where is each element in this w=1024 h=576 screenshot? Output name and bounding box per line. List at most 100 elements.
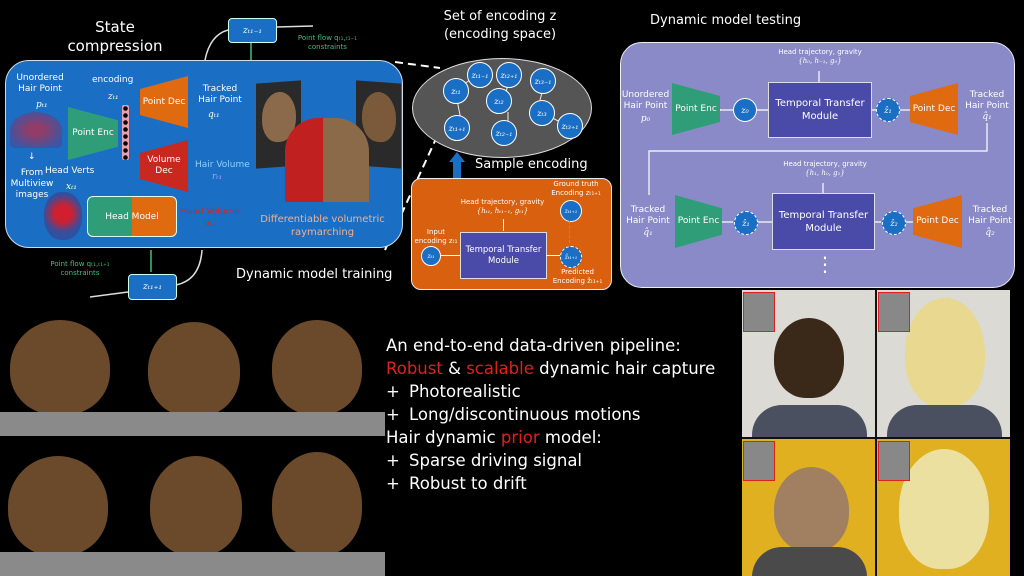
amp-text: & bbox=[442, 359, 467, 378]
test1-ttm-block: Temporal Transfer Module bbox=[768, 82, 872, 138]
point-flow-prev-constraints: constraints bbox=[308, 43, 347, 51]
render-face bbox=[148, 322, 240, 417]
encoding-node: zₜ₃₊₁ bbox=[557, 113, 583, 139]
render-shoulders-row2 bbox=[0, 552, 385, 576]
test1-output-var: q̂₁ bbox=[982, 112, 992, 122]
capture-cell bbox=[877, 439, 1010, 576]
capture-cell bbox=[877, 290, 1010, 437]
input-thumbnail bbox=[743, 292, 775, 332]
encoding-node: zₜ₃ bbox=[529, 100, 555, 126]
capture-video-grid bbox=[742, 290, 1010, 576]
test2-head-trajectory: Head trajectory, gravity {h₁, h₀, g₁} bbox=[770, 160, 880, 178]
test2-z-in-node: ẑ₁ bbox=[734, 211, 758, 235]
test2-output-label: Tracked Hair Point bbox=[968, 205, 1012, 226]
prior-highlight: prior bbox=[500, 428, 540, 447]
encoding-space-title-1: Set of encoding z bbox=[443, 9, 557, 24]
train-head-trajectory: Head trajectory, gravity {hₜ₁, hₜ₁₋₁, gₜ… bbox=[455, 198, 550, 216]
test1-z-out-node: ẑ₁ bbox=[876, 98, 900, 122]
bullet-long-motions: + Long/discontinuous motions bbox=[386, 403, 641, 426]
testing-title: Dynamic model testing bbox=[650, 13, 802, 28]
sample-arrow-icon bbox=[449, 152, 465, 162]
test1-output-label: Tracked Hair Point bbox=[965, 90, 1009, 111]
test2-head-trajectory-label: Head trajectory, gravity bbox=[783, 160, 867, 168]
test2-head-trajectory-vars: {h₁, h₀, g₁} bbox=[805, 169, 845, 177]
encoding-space-title: Set of encoding z (encoding space) bbox=[415, 8, 585, 44]
test1-z-in-node: z₀ bbox=[733, 98, 757, 122]
bullet-text: Photorealistic bbox=[409, 382, 521, 401]
from-multiview-label: From Multiview images bbox=[10, 168, 54, 200]
output-arrow bbox=[546, 255, 560, 256]
test1-head-trajectory: Head trajectory, gravity {h₀, h₋₁, g₀} bbox=[765, 48, 875, 66]
arrow-down-icon: ↓ bbox=[28, 152, 36, 162]
scalable-highlight: scalable bbox=[466, 359, 534, 378]
q-t1-label: qₜ₁ bbox=[208, 110, 220, 120]
encoding-space-title-2: (encoding space) bbox=[443, 27, 557, 42]
ground-truth-label: Ground truth Encoding zₜ₁₊₁ bbox=[551, 180, 601, 197]
render-face bbox=[150, 456, 242, 556]
bullet-mark: + bbox=[386, 451, 400, 470]
continuation-ellipsis: ⋮ bbox=[815, 252, 835, 276]
render-face bbox=[272, 320, 362, 415]
capture-cell bbox=[742, 439, 875, 576]
bullet-mark: + bbox=[386, 382, 400, 401]
z-prev-node: zₜ₁₋₁ bbox=[228, 18, 277, 43]
predicted-encoding-node: ẑₜ₁₊₁ bbox=[560, 246, 582, 268]
head-mesh-icon bbox=[44, 192, 82, 240]
train-head-trajectory-vars: {hₜ₁, hₜ₁₋₁, gₜ₁} bbox=[476, 207, 529, 215]
test1-input-var: p₀ bbox=[640, 114, 651, 124]
test1-head-trajectory-vars: {h₀, h₋₁, g₀} bbox=[798, 57, 842, 65]
encoding-node: zₜ₃₋₁ bbox=[530, 68, 556, 94]
input-arrow bbox=[440, 255, 460, 256]
gt-compare-line bbox=[569, 221, 570, 243]
encoding-node: zₜ₂₊₁ bbox=[496, 62, 522, 88]
z-t1-label: zₜ₁ bbox=[108, 92, 119, 102]
sample-arrow-shaft bbox=[453, 161, 461, 181]
robust-highlight: Robust bbox=[386, 359, 443, 378]
raymarching-label: Differentiable volumetric raymarching bbox=[260, 214, 385, 238]
bullet-mark: + bbox=[386, 474, 400, 493]
point-flow-next-text: Point flow qₜ₁,ₜ₁₊₁ bbox=[50, 260, 110, 268]
unordered-hair-point-label: Unordered Hair Point bbox=[16, 73, 64, 94]
bullet-sparse: +Sparse driving signal bbox=[386, 449, 582, 472]
bullet-text: Long/discontinuous motions bbox=[409, 405, 641, 424]
point-flow-prev-text: Point flow qₜ₁,ₜ₁₋₁ bbox=[297, 34, 358, 42]
line2-rest: dynamic hair capture bbox=[533, 359, 716, 378]
test1-head-trajectory-label: Head trajectory, gravity bbox=[778, 48, 862, 56]
encoding-node: zₜ₁ bbox=[443, 78, 469, 104]
dynamic-training-title: Dynamic model training bbox=[236, 267, 393, 282]
result-renders-grid bbox=[0, 300, 385, 576]
head-volume-label: Head Volume bbox=[180, 207, 240, 217]
point-flow-next-label: Point flow qₜ₁,ₜ₁₊₁ constraints bbox=[35, 260, 125, 278]
train-head-trajectory-label: Head trajectory, gravity bbox=[460, 198, 545, 206]
r-t1-label: rₜ₁ bbox=[212, 172, 223, 182]
train-head-arrow bbox=[503, 219, 504, 231]
test2-input-var: q̂₁ bbox=[643, 228, 653, 238]
bullet-photorealistic: + Photorealistic bbox=[386, 380, 521, 403]
bullet-mark: + bbox=[386, 405, 400, 424]
state-compression-title: State compression bbox=[67, 18, 163, 55]
render-face bbox=[8, 456, 108, 556]
test1-input-label: Unordered Hair Point bbox=[621, 90, 670, 111]
test2-ttm-block: Temporal Transfer Module bbox=[772, 193, 875, 250]
point-flow-next-constraints: constraints bbox=[60, 269, 100, 277]
render-face bbox=[10, 320, 110, 415]
u-t1-label: uₜ₁ bbox=[204, 219, 216, 229]
hair-point-cloud-icon bbox=[10, 112, 62, 148]
render-face bbox=[272, 452, 362, 556]
render-shoulders-row1 bbox=[0, 412, 385, 436]
test2-z-out-node: ẑ₂ bbox=[882, 211, 906, 235]
z-next-node: zₜ₁₊₁ bbox=[128, 274, 177, 300]
render-center-head bbox=[285, 118, 369, 202]
bullet-text: Robust to drift bbox=[409, 474, 527, 493]
input-encoding-label: Input encoding zₜ₁ bbox=[414, 228, 458, 245]
capture-cell bbox=[742, 290, 875, 437]
prior-post: model: bbox=[539, 428, 602, 447]
head-model-label: Head Model bbox=[105, 211, 159, 222]
encoding-label: encoding bbox=[92, 75, 134, 85]
x-t1-label: xₜ₁ bbox=[66, 182, 77, 192]
input-encoding-node: zₜ₁ bbox=[421, 246, 441, 266]
point-flow-prev-label: Point flow qₜ₁,ₜ₁₋₁ constraints bbox=[280, 34, 375, 52]
head-model-block: Head Model bbox=[87, 196, 177, 237]
summary-line-1: An end-to-end data-driven pipeline: bbox=[386, 336, 681, 355]
